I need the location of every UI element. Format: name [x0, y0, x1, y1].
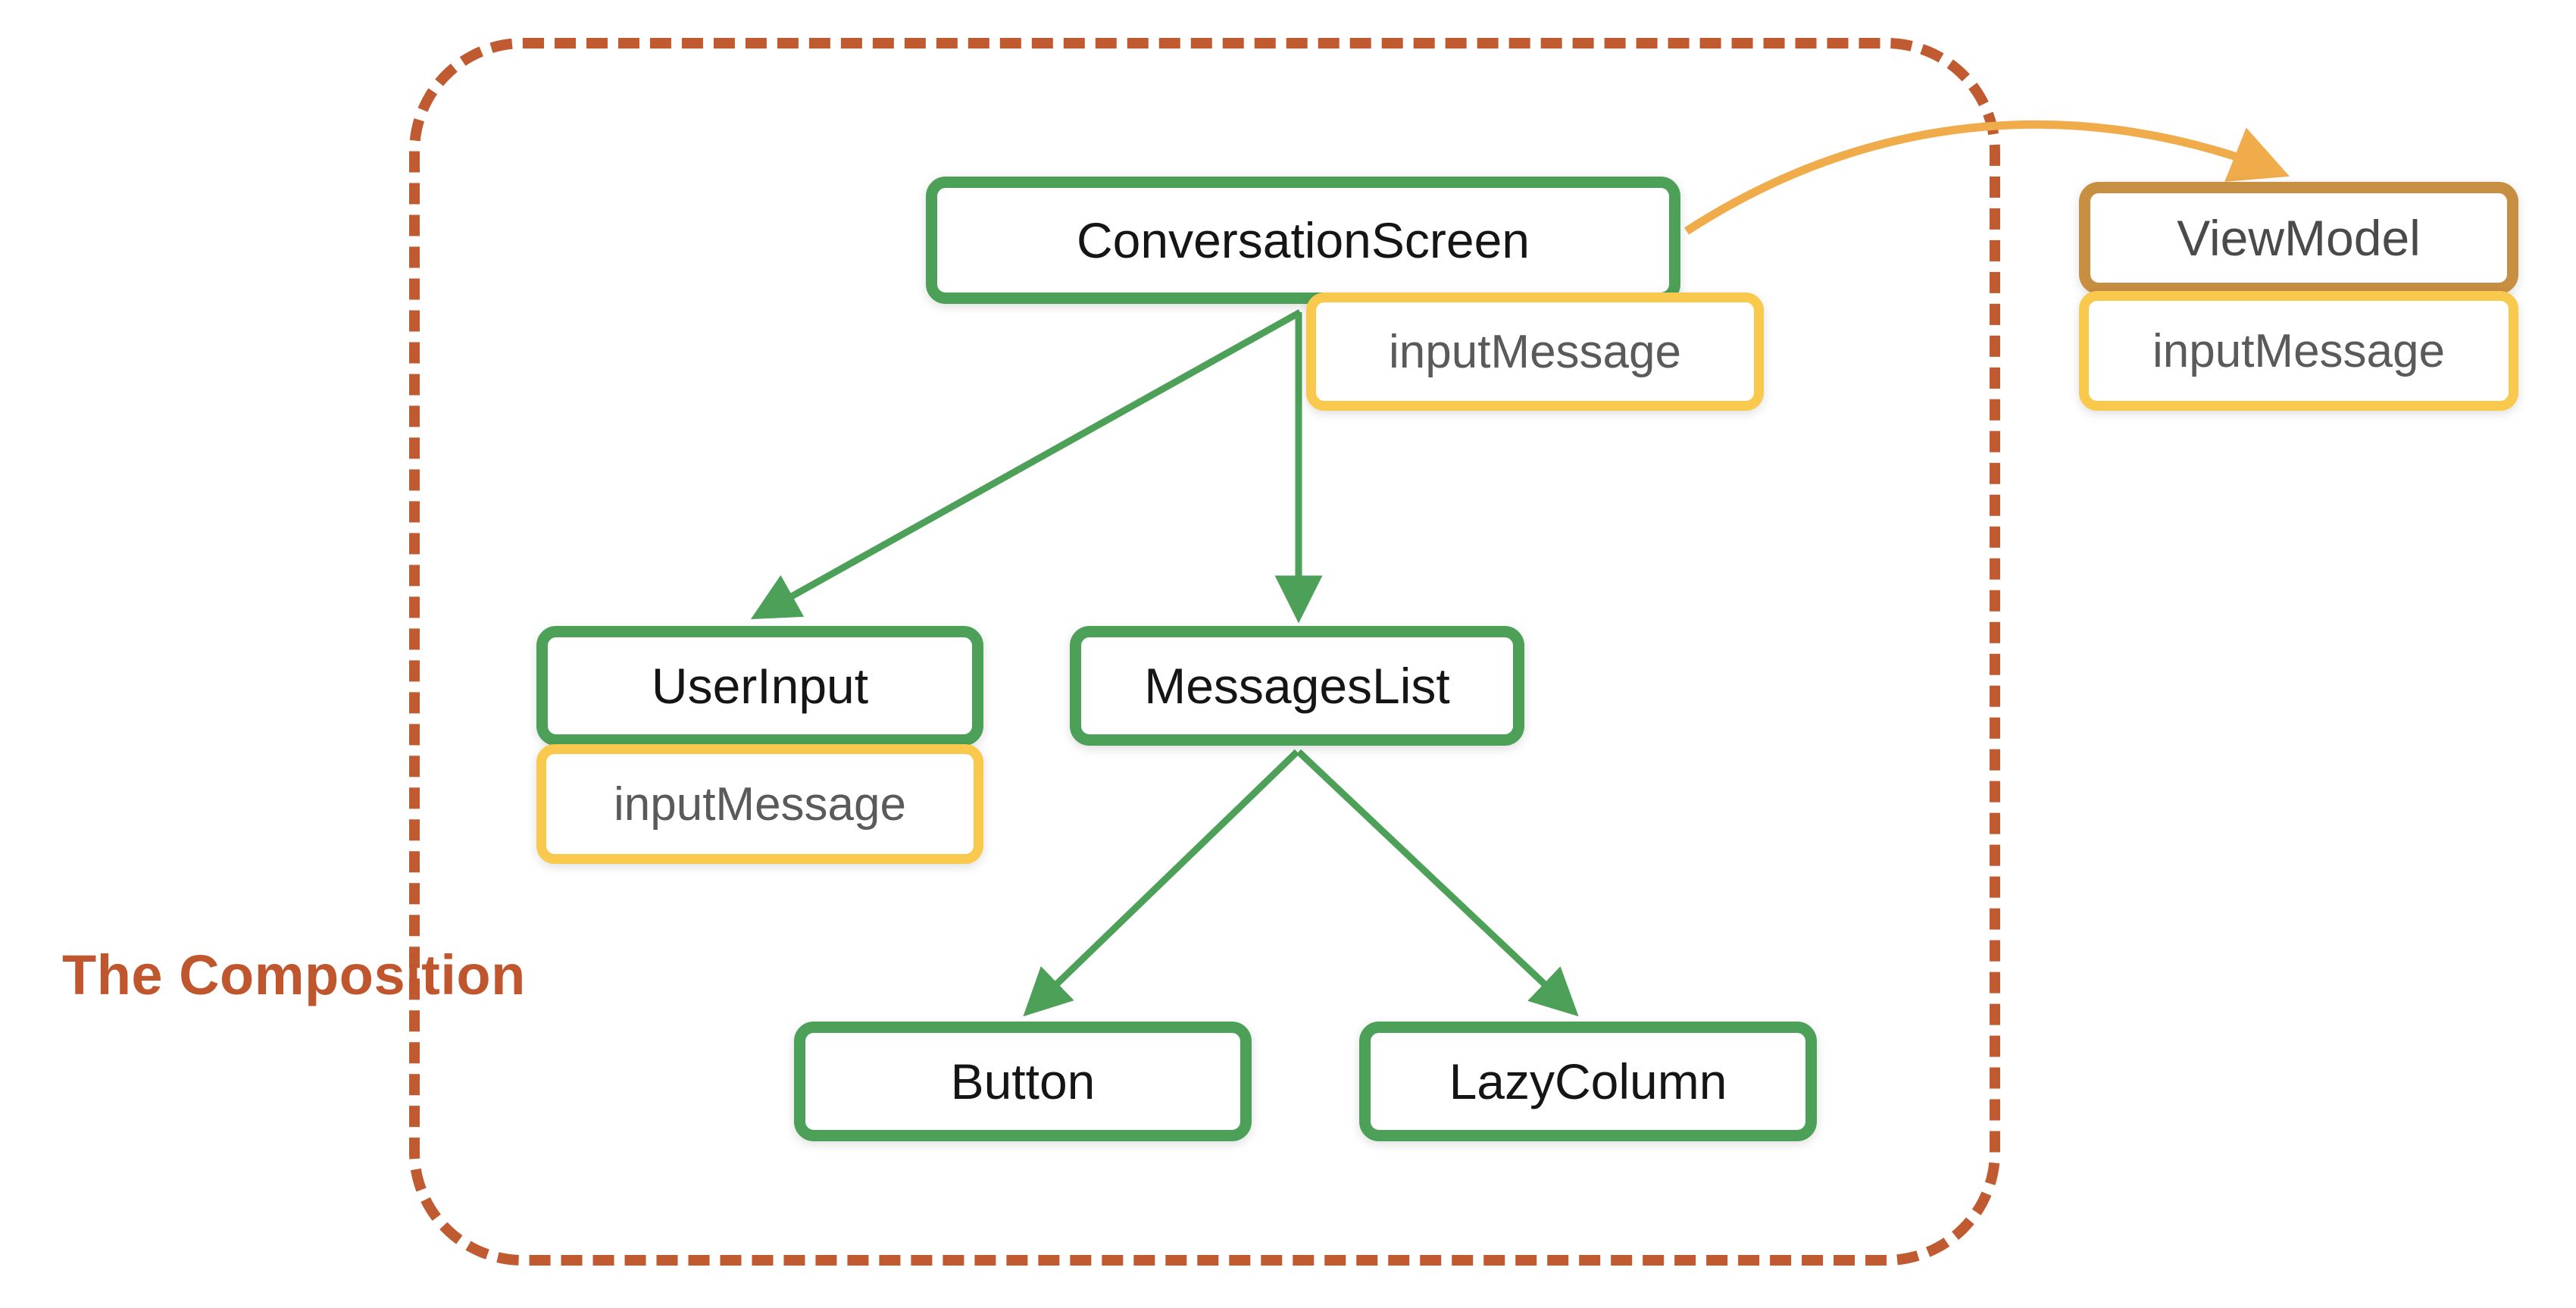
state-inputmessage-userinput[interactable]: inputMessage: [536, 744, 983, 864]
state-inputmessage-viewmodel[interactable]: inputMessage: [2079, 291, 2518, 411]
node-conversationscreen[interactable]: ConversationScreen: [926, 177, 1680, 304]
composition-boundary: [409, 38, 2000, 1266]
composition-label: The Composition: [62, 943, 526, 1006]
node-userinput[interactable]: UserInput: [536, 626, 983, 746]
node-button[interactable]: Button: [794, 1022, 1252, 1141]
state-inputmessage-conversationscreen[interactable]: inputMessage: [1306, 293, 1764, 411]
node-messageslist[interactable]: MessagesList: [1070, 626, 1524, 746]
node-viewmodel[interactable]: ViewModel: [2079, 182, 2518, 294]
node-lazycolumn[interactable]: LazyColumn: [1359, 1022, 1817, 1141]
